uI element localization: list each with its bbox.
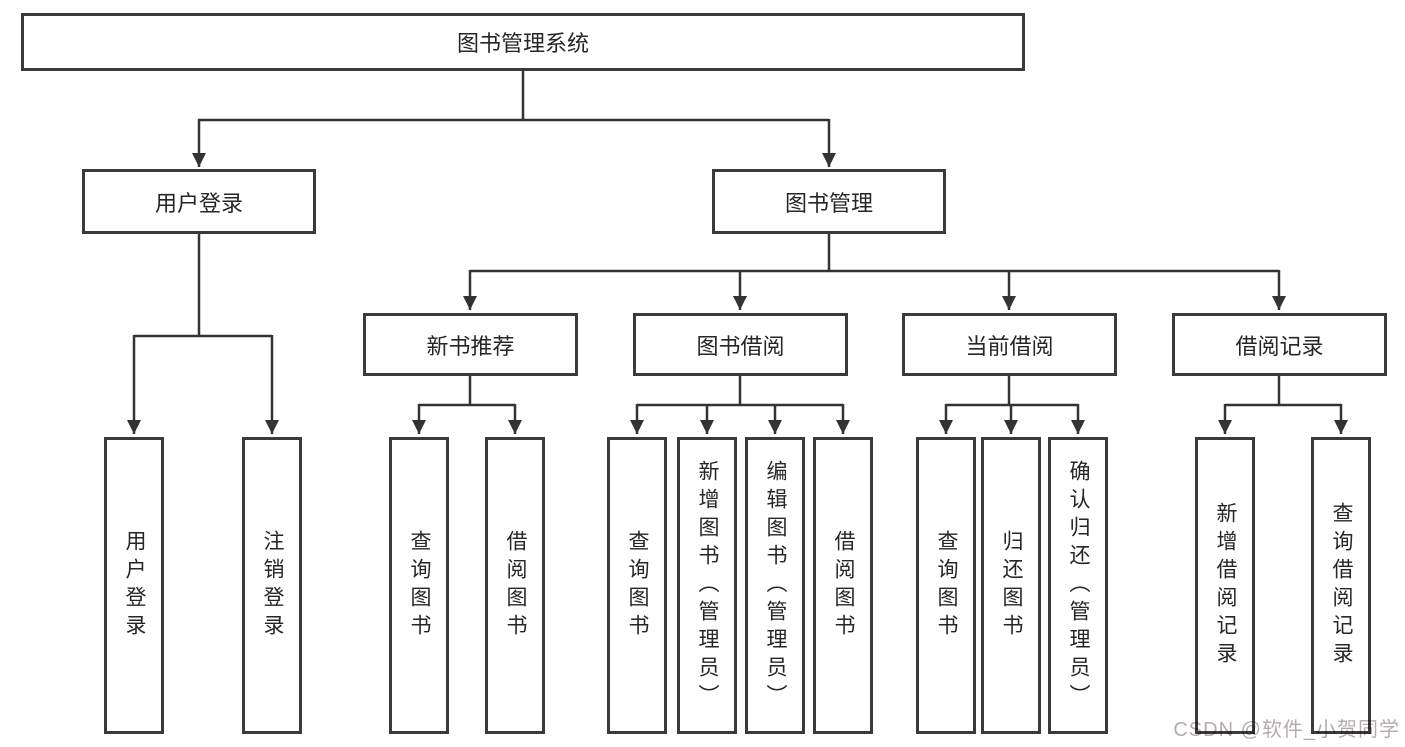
leaf-add-borrow-record: 新增借阅记录 [1195,437,1255,734]
csdn-watermark: CSDN @软件_小贺同学 [1173,719,1400,741]
leaf-query-books-recommend: 查询图书 [389,437,449,734]
leaf-borrow-books-recommend: 借阅图书 [485,437,545,734]
leaf-confirm-return-admin: 确认归还（管理员） [1048,437,1108,734]
leaf-query-books-borrow: 查询图书 [607,437,667,734]
leaf-edit-books-admin: 编辑图书（管理员） [745,437,805,734]
leaf-return-books: 归还图书 [981,437,1041,734]
node-current-borrowing: 当前借阅 [902,313,1117,376]
node-library-system-root: 图书管理系统 [21,13,1025,71]
node-book-management: 图书管理 [712,169,946,234]
node-book-borrowing: 图书借阅 [633,313,848,376]
leaf-add-books-admin: 新增图书（管理员） [677,437,737,734]
node-new-book-recommend: 新书推荐 [363,313,578,376]
leaf-logout: 注销登录 [242,437,302,734]
leaf-query-books-current: 查询图书 [916,437,976,734]
node-user-login: 用户登录 [82,169,316,234]
leaf-borrow-books: 借阅图书 [813,437,873,734]
leaf-user-login: 用户登录 [104,437,164,734]
leaf-query-borrow-record: 查询借阅记录 [1311,437,1371,734]
node-borrow-records: 借阅记录 [1172,313,1387,376]
